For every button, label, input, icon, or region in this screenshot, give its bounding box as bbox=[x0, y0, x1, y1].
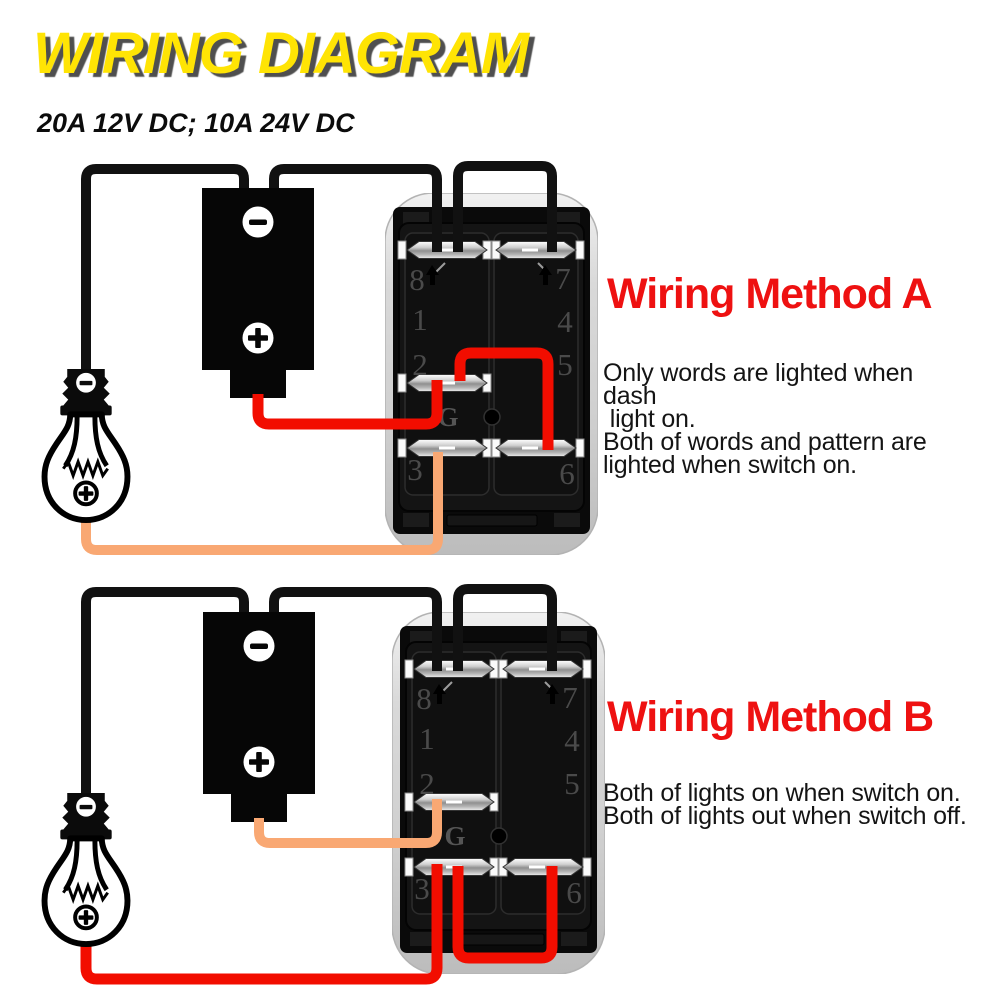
wire-black-jumper-pin8-to-pin7 bbox=[453, 584, 557, 671]
light-bulb-b bbox=[45, 793, 128, 944]
rocker-switch-a bbox=[385, 193, 598, 555]
method-a-heading: Wiring Method A bbox=[607, 270, 933, 318]
method-b-description: Both of lights on when switch on. Both o… bbox=[603, 779, 967, 830]
diagram-method-b bbox=[45, 584, 605, 985]
wire-red-jumper-pin2-to-pin6 bbox=[454, 347, 554, 450]
battery-a bbox=[202, 188, 314, 398]
wire-orange-pin3-to-bulb-positive bbox=[81, 452, 443, 555]
method-b-heading: Wiring Method B bbox=[607, 693, 934, 741]
method-a-description: Only words are lighted when dash light o… bbox=[603, 359, 927, 479]
page-title: WIRING DIAGRAM bbox=[33, 21, 529, 86]
wire-black-bulb-to-battery-negative bbox=[81, 164, 249, 374]
wire-black-battery-to-pin8 bbox=[269, 587, 442, 671]
wire-black-jumper-pin8-to-pin7 bbox=[453, 161, 557, 252]
wire-red-bulb-positive-to-pin3 bbox=[80, 864, 443, 985]
wire-red-jumper-pin3-to-pin6 bbox=[452, 866, 558, 964]
battery-b bbox=[203, 612, 315, 822]
rating-subtitle: 20A 12V DC; 10A 24V DC bbox=[37, 108, 355, 138]
light-bulb-a bbox=[45, 369, 128, 520]
rocker-switch-b bbox=[392, 612, 605, 974]
diagram-method-a bbox=[45, 161, 598, 555]
wire-black-bulb-to-battery-negative bbox=[81, 587, 249, 798]
wire-orange-battery-positive-to-pin2 bbox=[254, 799, 442, 848]
wire-black-battery-to-pin8 bbox=[269, 164, 442, 252]
wire-red-battery-positive-to-pin2 bbox=[252, 380, 443, 430]
